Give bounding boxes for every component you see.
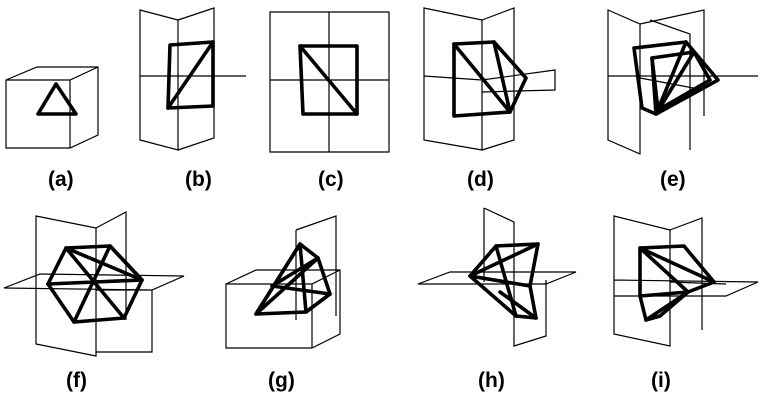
panel-e-diagonals (650, 40, 696, 116)
panel-h-frame (417, 207, 577, 347)
panel-f: (f) (3, 211, 185, 392)
panel-h-diagonals (468, 242, 540, 320)
panel-d-polygon (452, 40, 528, 118)
panel-d: (d) (423, 7, 556, 191)
panel-c-diagonal (298, 44, 359, 116)
panel-f-frame (3, 211, 185, 357)
panel-b: (b) (139, 7, 246, 191)
panel-d-frame (423, 7, 556, 151)
panel-h: (h) (417, 207, 577, 392)
panel-f-label: (f) (66, 369, 87, 392)
panel-a-triangle (36, 82, 78, 116)
panel-i-polygon (638, 244, 716, 322)
panel-e-frame (607, 9, 758, 155)
panel-e: (e) (607, 9, 758, 191)
panel-i-frame (613, 215, 759, 347)
panel-i: (i) (613, 215, 759, 392)
panel-d-label: (d) (467, 168, 494, 191)
panel-b-frame (139, 7, 246, 151)
panel-d-diagonals (452, 40, 512, 114)
panel-g-label: (g) (268, 369, 295, 392)
panel-c-label: (c) (318, 168, 344, 191)
panel-h-label: (h) (478, 369, 505, 392)
panel-e-outer-polygon (632, 40, 720, 116)
panel-b-quad (166, 40, 215, 110)
panel-b-label: (b) (185, 168, 212, 191)
panel-g-diagonals (254, 242, 332, 316)
panel-a-frame (5, 66, 99, 149)
panel-g: (g) (225, 215, 341, 392)
panel-g-frame (225, 215, 341, 349)
panel-i-label: (i) (651, 369, 671, 392)
panel-c: (c) (269, 11, 390, 191)
panel-b-diagonal (166, 40, 215, 110)
panel-a: (a) (5, 66, 99, 191)
panel-f-diagonals (46, 244, 144, 324)
panel-e-label: (e) (660, 168, 686, 191)
panel-a-label: (a) (48, 168, 74, 191)
panel-i-diagonals (638, 246, 716, 322)
